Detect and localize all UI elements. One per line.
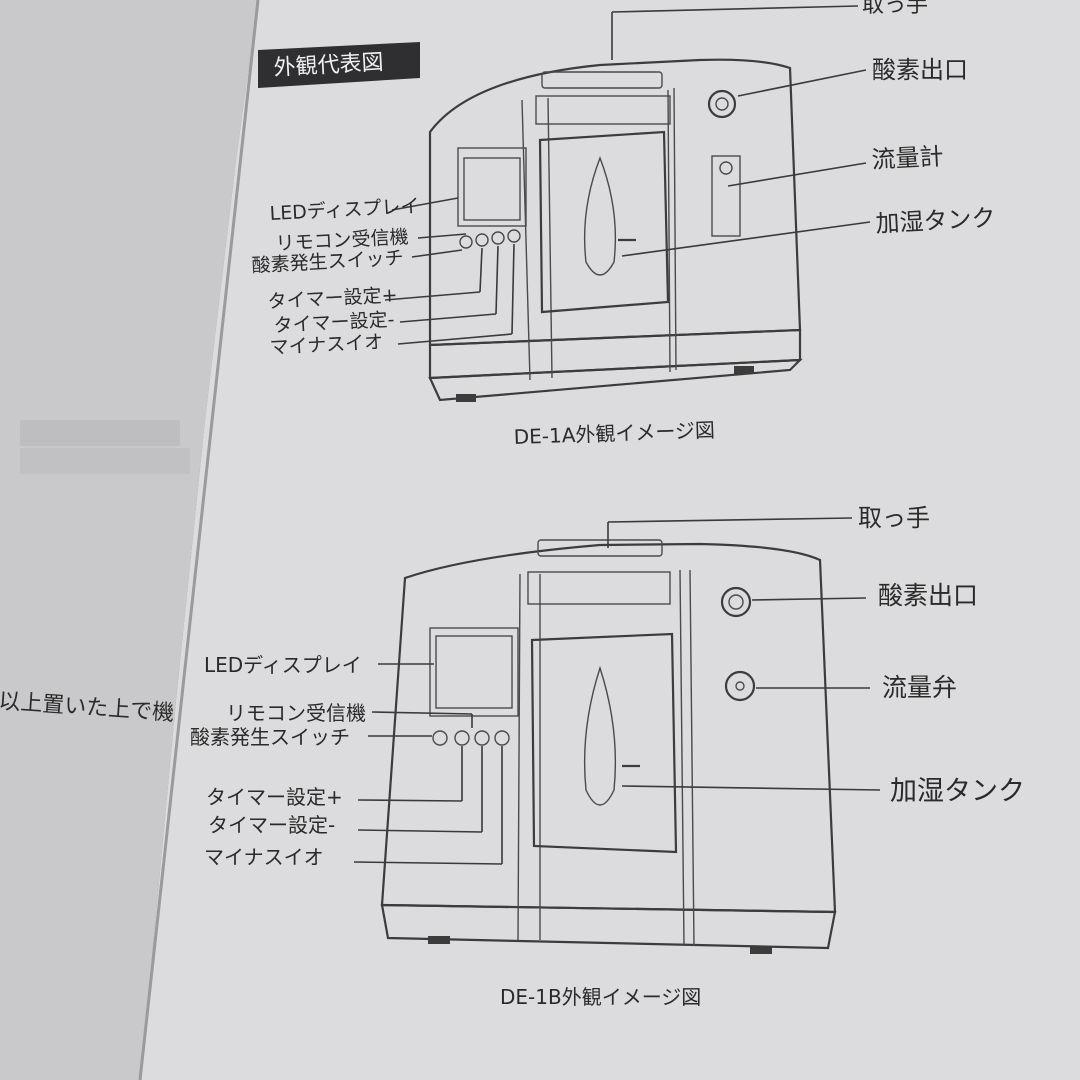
device-b-ion-label: マイナスイオ (204, 845, 324, 869)
section-heading-text: 外観代表図 (273, 50, 384, 81)
device-b-timer-plus-label: タイマー設定+ (206, 785, 343, 809)
device-b-valve-label: 流量弁 (882, 673, 957, 702)
device-b-display-label: LEDディスプレイ (204, 653, 362, 677)
device-b-tank-label: 加湿タンク (890, 776, 1025, 807)
device-b-caption: DE-1B外観イメージ図 (500, 985, 701, 1009)
device-b-switch-label: 酸素発生スイッチ (190, 725, 350, 749)
top-cut-label: 取っ手 (862, 0, 928, 18)
device-b-drawing (380, 539, 837, 954)
left-page: 以上置いた上で機 (0, 0, 258, 1080)
device-b-outlet-label: 酸素出口 (878, 581, 978, 610)
device-a-outlet-label: 酸素出口 (872, 56, 968, 84)
device-b-timer-minus-label: タイマー設定- (208, 813, 335, 837)
section-heading: 外観代表図 (258, 42, 420, 88)
device-b-handle-label: 取っ手 (858, 504, 930, 532)
device-a-flowmeter-label: 流量計 (871, 142, 944, 174)
device-a-tank-label: 加湿タンク (875, 204, 996, 238)
device-a-drawing (428, 58, 803, 402)
device-b-remote-label: リモコン受信機 (226, 701, 366, 725)
